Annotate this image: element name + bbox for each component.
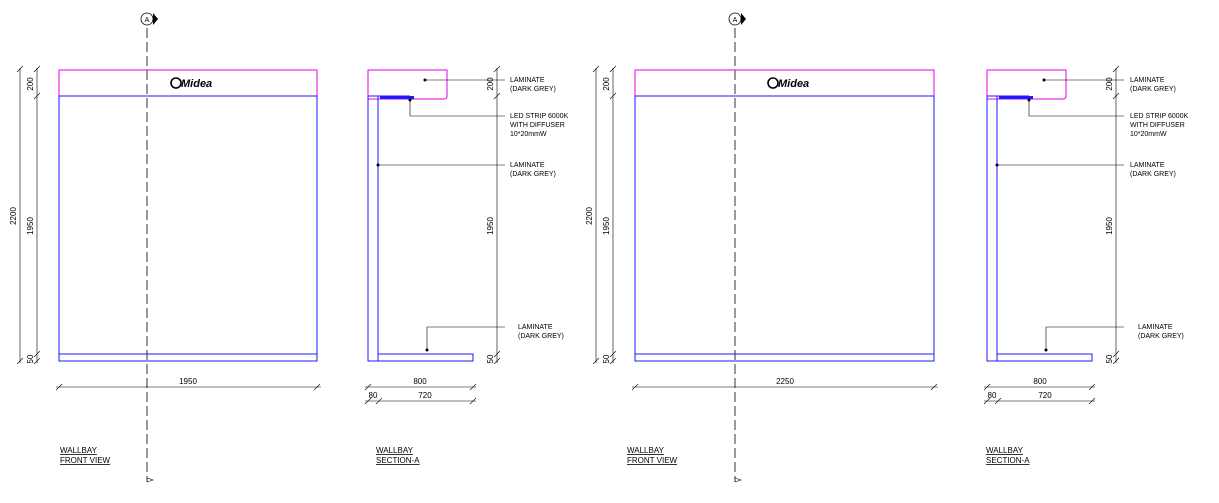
section-marker-label: A (145, 17, 150, 24)
front-title-line2: FRONT VIEW (60, 456, 111, 465)
section-marker: A (728, 12, 746, 26)
label-led-sub1: WITH DIFFUSER (510, 122, 565, 129)
label-mid: LAMINATE (1130, 162, 1165, 169)
front-view: Midea 200 2200 1950 50 1950 WALLBAY FRON… (9, 65, 321, 465)
label-mid: LAMINATE (510, 162, 545, 169)
section-title-line2: SECTION-A (986, 456, 1030, 465)
led-strip (999, 96, 1033, 99)
dim-width: 1950 (179, 377, 197, 386)
dim-panel-height: 1950 (26, 217, 35, 235)
cut-arrow (146, 477, 154, 483)
header-box-section (986, 69, 1067, 100)
front-title-line2: FRONT VIEW (627, 456, 678, 465)
front-view: Midea 200 2200 1950 50 2250 WALLBAY FRON… (585, 65, 938, 465)
plinth-section (996, 353, 1093, 362)
sec-dim-bottom: 50 (1105, 354, 1114, 363)
label-led: LED STRIP 6000K (1130, 113, 1189, 120)
label-led: LED STRIP 6000K (510, 113, 569, 120)
label-top: LAMINATE (1130, 77, 1165, 84)
wall-panel (634, 95, 935, 355)
label-led-sub2: 10*20mmW (1130, 131, 1167, 138)
section-title-line1: WALLBAY (376, 446, 414, 455)
dim-header-height: 200 (602, 77, 611, 91)
led-strip (380, 96, 414, 99)
section-marker: A (140, 12, 158, 26)
base-plinth (58, 353, 318, 362)
drawing-set-2: A Midea 200 2200 1950 50 2250 WALLBAY FR… (585, 12, 1189, 483)
dim-total-height: 2200 (585, 207, 594, 225)
wall-section (367, 95, 379, 362)
svg-text:Midea: Midea (778, 78, 809, 90)
sec-dim-depth: 800 (413, 377, 427, 386)
drawing-set-1: A Midea 200 2200 1950 50 1950 WALLB (9, 12, 569, 483)
sec-dim-a: 80 (988, 391, 997, 400)
dim-panel-height: 1950 (602, 217, 611, 235)
section-title-line1: WALLBAY (986, 446, 1024, 455)
sec-dim-depth: 800 (1033, 377, 1047, 386)
brand-logo: Midea (170, 77, 212, 90)
brand-logo: Midea (767, 77, 809, 90)
base-plinth (634, 353, 935, 362)
dim-width: 2250 (776, 377, 794, 386)
sec-dim-a: 80 (369, 391, 378, 400)
sec-dim-b: 720 (1038, 391, 1052, 400)
sec-dim-mid: 1950 (1105, 217, 1114, 235)
label-top-sub: (DARK GREY) (1130, 86, 1176, 93)
section-title-line2: SECTION-A (376, 456, 420, 465)
dim-total-height: 2200 (9, 207, 18, 225)
dim-plinth-height: 50 (26, 354, 35, 363)
wall-panel (58, 95, 318, 355)
dim-plinth-height: 50 (602, 354, 611, 363)
section-view: 200 1950 50 LAMINATE (DARK GREY) LED STR… (364, 65, 569, 465)
plinth-section (377, 353, 474, 362)
svg-text:Midea: Midea (181, 78, 212, 90)
label-top: LAMINATE (510, 77, 545, 84)
header-box-section (367, 69, 448, 100)
dim-header-height: 200 (26, 77, 35, 91)
label-top-sub: (DARK GREY) (510, 86, 556, 93)
sec-dim-mid: 1950 (486, 217, 495, 235)
section-view: 200 1950 50 LAMINATE (DARK GREY) LED STR… (983, 65, 1189, 465)
label-bottom-sub: (DARK GREY) (518, 333, 564, 340)
label-bottom: LAMINATE (518, 324, 553, 331)
label-mid-sub: (DARK GREY) (510, 171, 556, 178)
sec-dim-bottom: 50 (486, 354, 495, 363)
wall-section (986, 95, 998, 362)
label-bottom: LAMINATE (1138, 324, 1173, 331)
sec-dim-top: 200 (486, 77, 495, 91)
section-marker-label: A (733, 17, 738, 24)
sec-dim-b: 720 (418, 391, 432, 400)
label-bottom-sub: (DARK GREY) (1138, 333, 1184, 340)
cut-arrow (734, 477, 742, 483)
front-title-line1: WALLBAY (60, 446, 98, 455)
label-led-sub1: WITH DIFFUSER (1130, 122, 1185, 129)
sec-dim-top: 200 (1105, 77, 1114, 91)
front-title-line1: WALLBAY (627, 446, 665, 455)
label-mid-sub: (DARK GREY) (1130, 171, 1176, 178)
label-led-sub2: 10*20mmW (510, 131, 547, 138)
